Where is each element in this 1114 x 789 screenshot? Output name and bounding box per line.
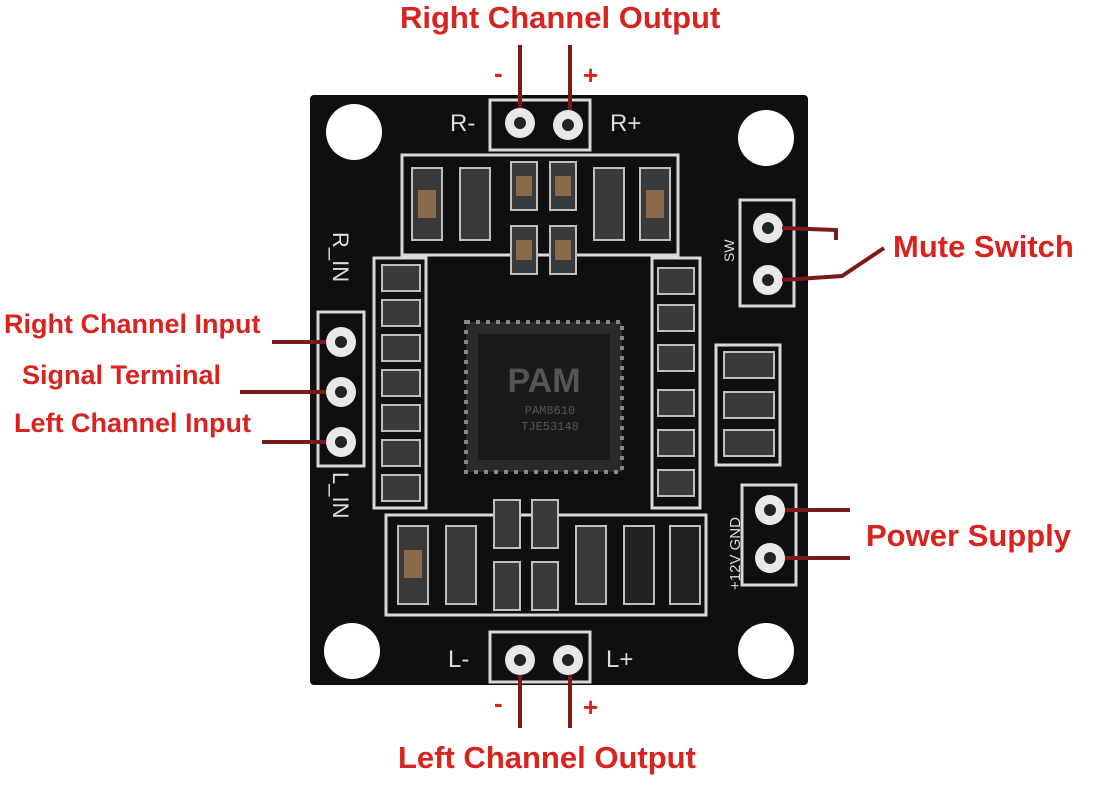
chip-lot-code: TJE53148 xyxy=(521,420,579,434)
label-left-minus: - xyxy=(494,688,503,718)
label-right-minus: - xyxy=(494,58,503,88)
smd-components xyxy=(381,161,775,611)
label-left-channel-output: Left Channel Output xyxy=(398,740,696,775)
terminal-pads xyxy=(326,108,785,675)
label-left-channel-input: Left Channel Input xyxy=(14,408,251,438)
label-left-plus: + xyxy=(583,692,599,722)
label-right-plus: + xyxy=(583,60,599,90)
label-right-channel-output: Right Channel Output xyxy=(400,0,721,35)
mounting-hole-bottom-right xyxy=(738,623,794,679)
silk-l-in: L_IN xyxy=(328,472,353,518)
chip-logo: PAM xyxy=(507,362,580,400)
amplifier-chip xyxy=(464,320,624,474)
silk-l-minus: L- xyxy=(448,646,469,673)
chip-part-number: PAM8610 xyxy=(525,404,575,418)
mounting-hole-bottom-left xyxy=(324,623,380,679)
mounting-hole-top-left xyxy=(326,104,382,160)
silk-sw: SW xyxy=(721,239,737,262)
label-mute-switch: Mute Switch xyxy=(893,229,1074,264)
silk-r-in: R_IN xyxy=(328,232,353,282)
silk-r-plus: R+ xyxy=(610,110,641,137)
label-right-channel-input: Right Channel Input xyxy=(4,309,261,339)
silk-r-minus: R- xyxy=(450,110,475,137)
label-signal-terminal: Signal Terminal xyxy=(22,360,222,390)
silkscreen-outlines xyxy=(316,98,798,684)
silk-power: +12V GND xyxy=(727,517,744,590)
silk-l-plus: L+ xyxy=(606,646,633,673)
leader-lines xyxy=(240,45,886,728)
label-power-supply: Power Supply xyxy=(866,518,1071,553)
mounting-hole-top-right xyxy=(738,110,794,166)
